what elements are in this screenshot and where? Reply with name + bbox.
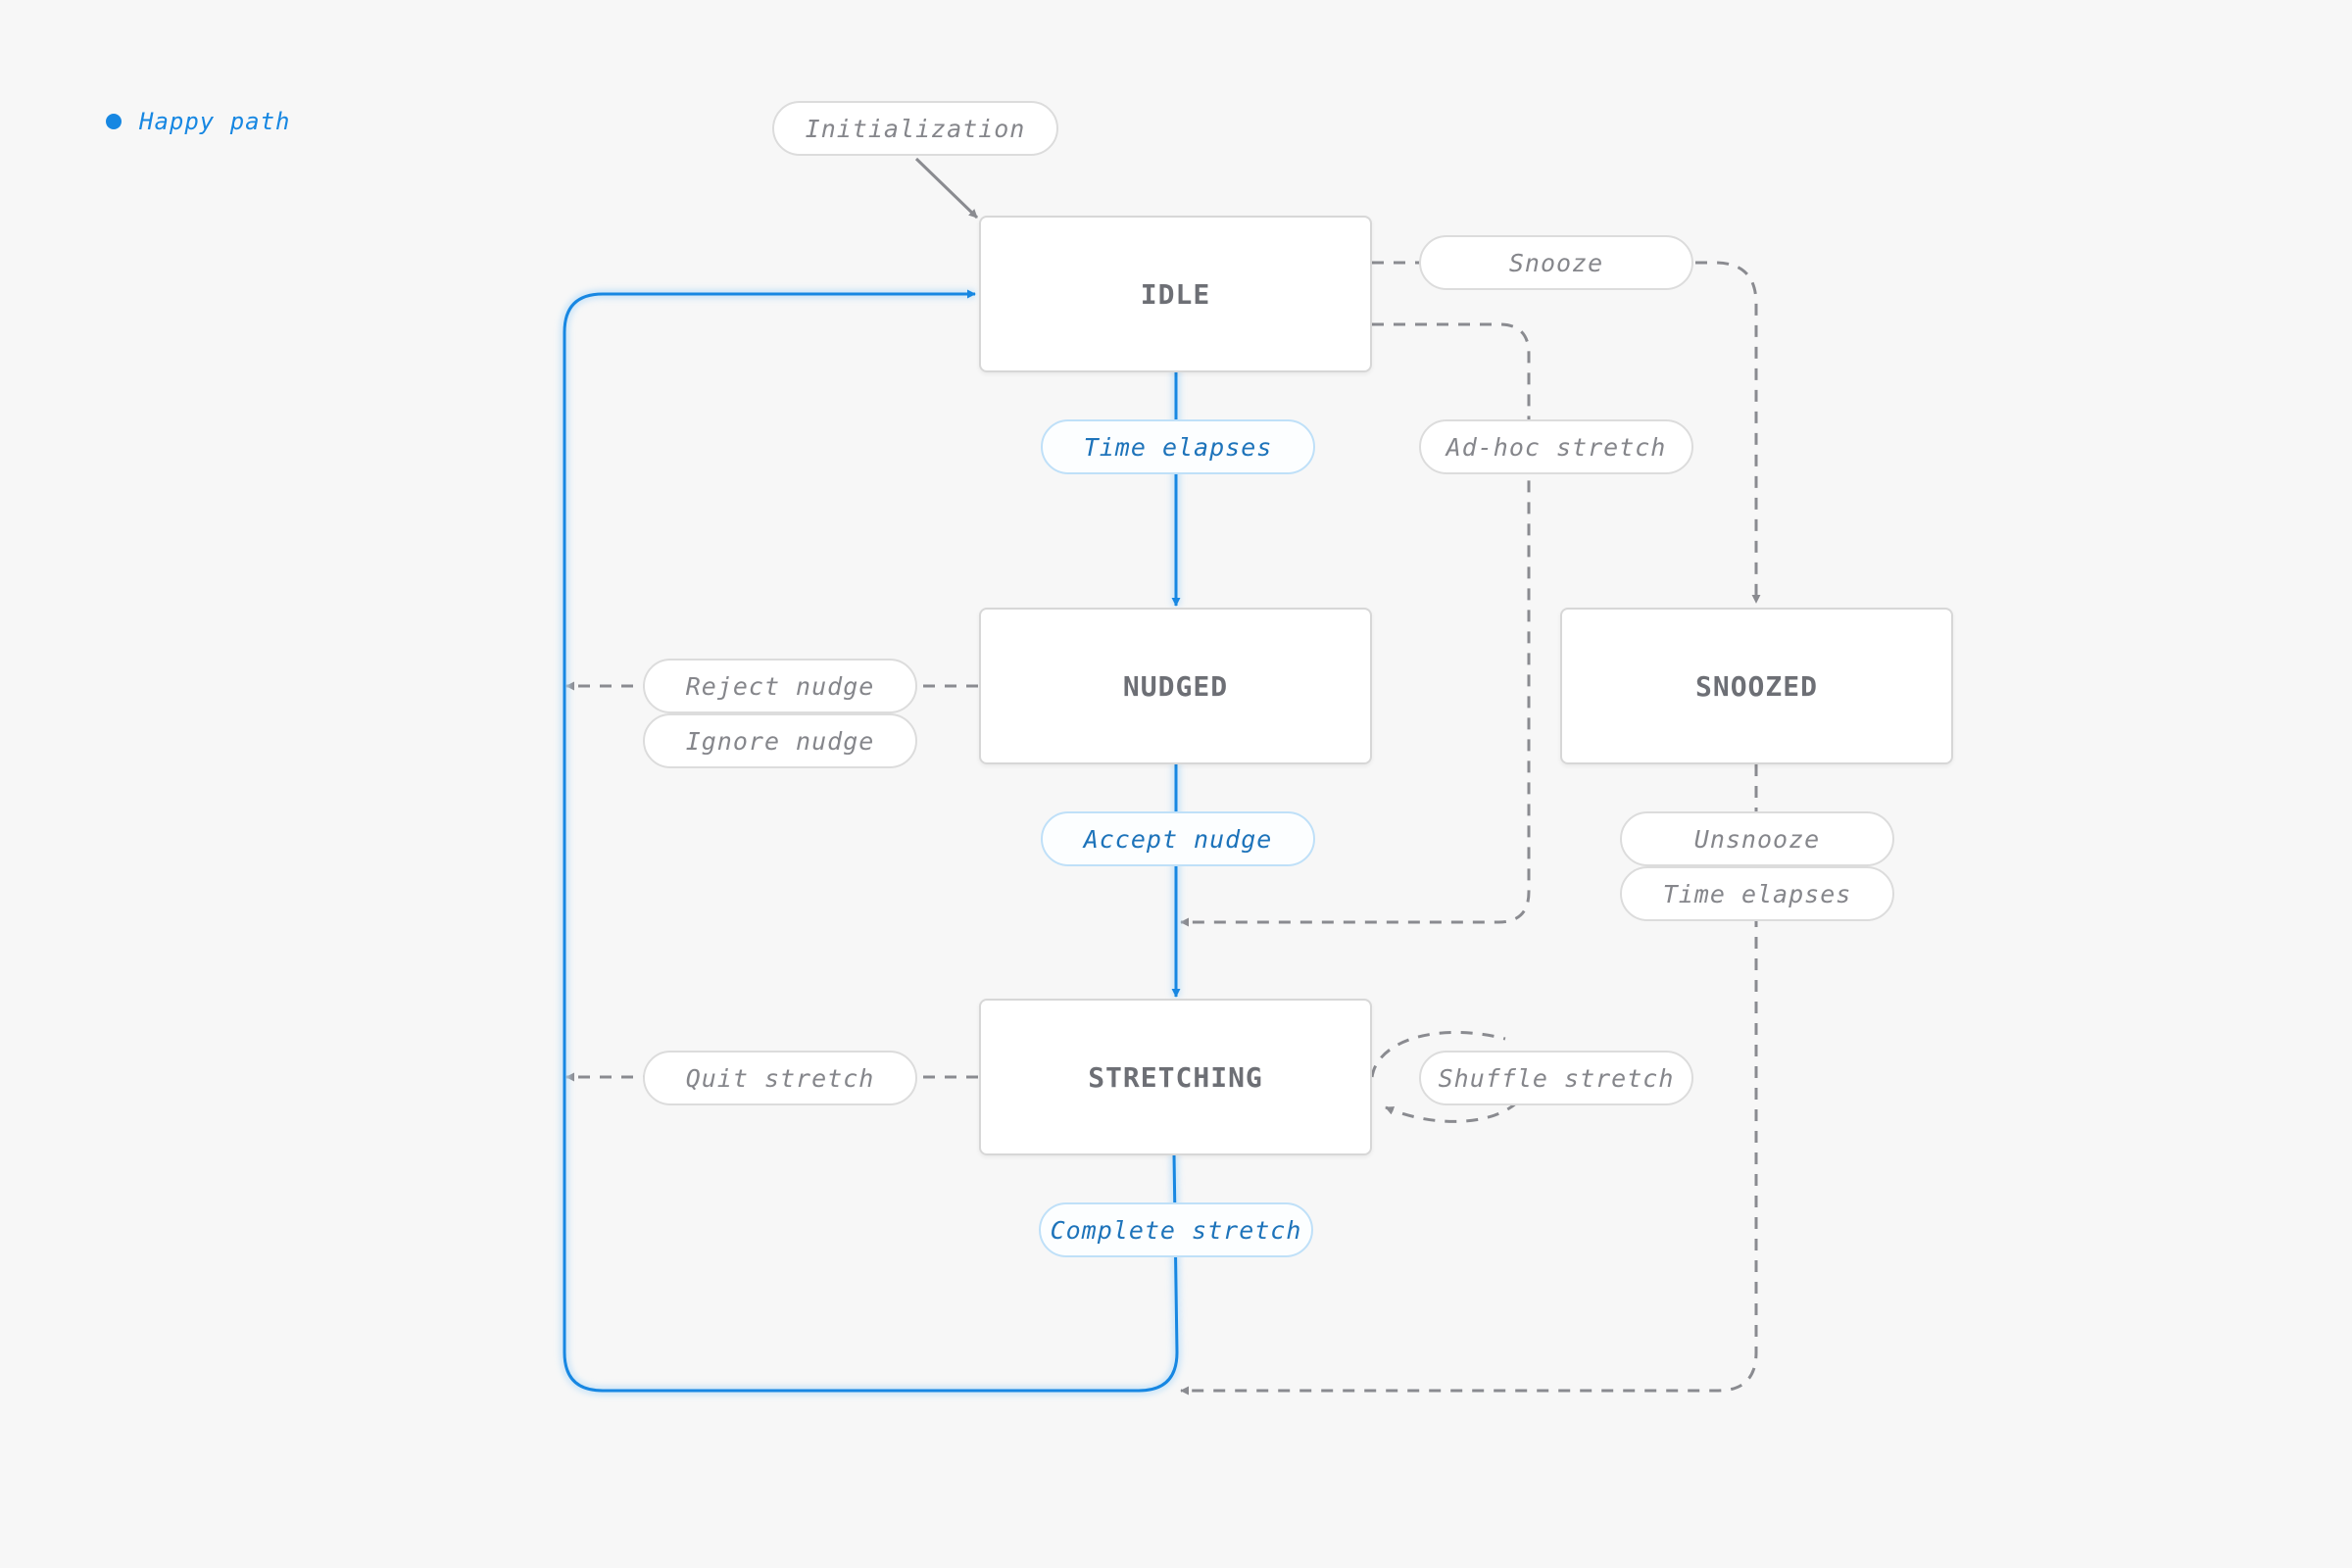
edge-complete-stretch — [563, 289, 1179, 1393]
label-adhoc-stretch: Ad-hoc stretch — [1419, 419, 1693, 474]
state-nudged: NUDGED — [979, 608, 1372, 764]
state-idle: IDLE — [979, 216, 1372, 372]
edge-snooze — [1372, 261, 1761, 604]
label-unsnooze: Unsnooze — [1620, 811, 1894, 866]
label-time-elapses: Time elapses — [1041, 419, 1315, 474]
edge-shuffle-stretch — [1370, 1030, 1518, 1123]
label-quit-stretch: Quit stretch — [643, 1051, 917, 1105]
label-reject-nudge: Reject nudge — [643, 659, 917, 713]
state-stretching: STRETCHING — [979, 999, 1372, 1155]
label-shuffle-stretch: Shuffle stretch — [1419, 1051, 1693, 1105]
label-accept-nudge: Accept nudge — [1041, 811, 1315, 866]
legend-happy-path-label: Happy path — [139, 108, 291, 135]
edge-initialization — [914, 157, 979, 220]
edge-unsnooze — [1180, 764, 1758, 1396]
label-complete-stretch: Complete stretch — [1039, 1202, 1313, 1257]
legend: Happy path — [106, 104, 291, 139]
state-snoozed: SNOOZED — [1560, 608, 1953, 764]
label-initialization: Initialization — [772, 101, 1058, 156]
edge-adhoc-stretch — [1180, 322, 1531, 927]
label-ignore-nudge: Ignore nudge — [643, 713, 917, 768]
label-snooze-time-elapses: Time elapses — [1620, 866, 1894, 921]
happy-path-dot-icon — [106, 114, 122, 129]
label-snooze: Snooze — [1419, 235, 1693, 290]
